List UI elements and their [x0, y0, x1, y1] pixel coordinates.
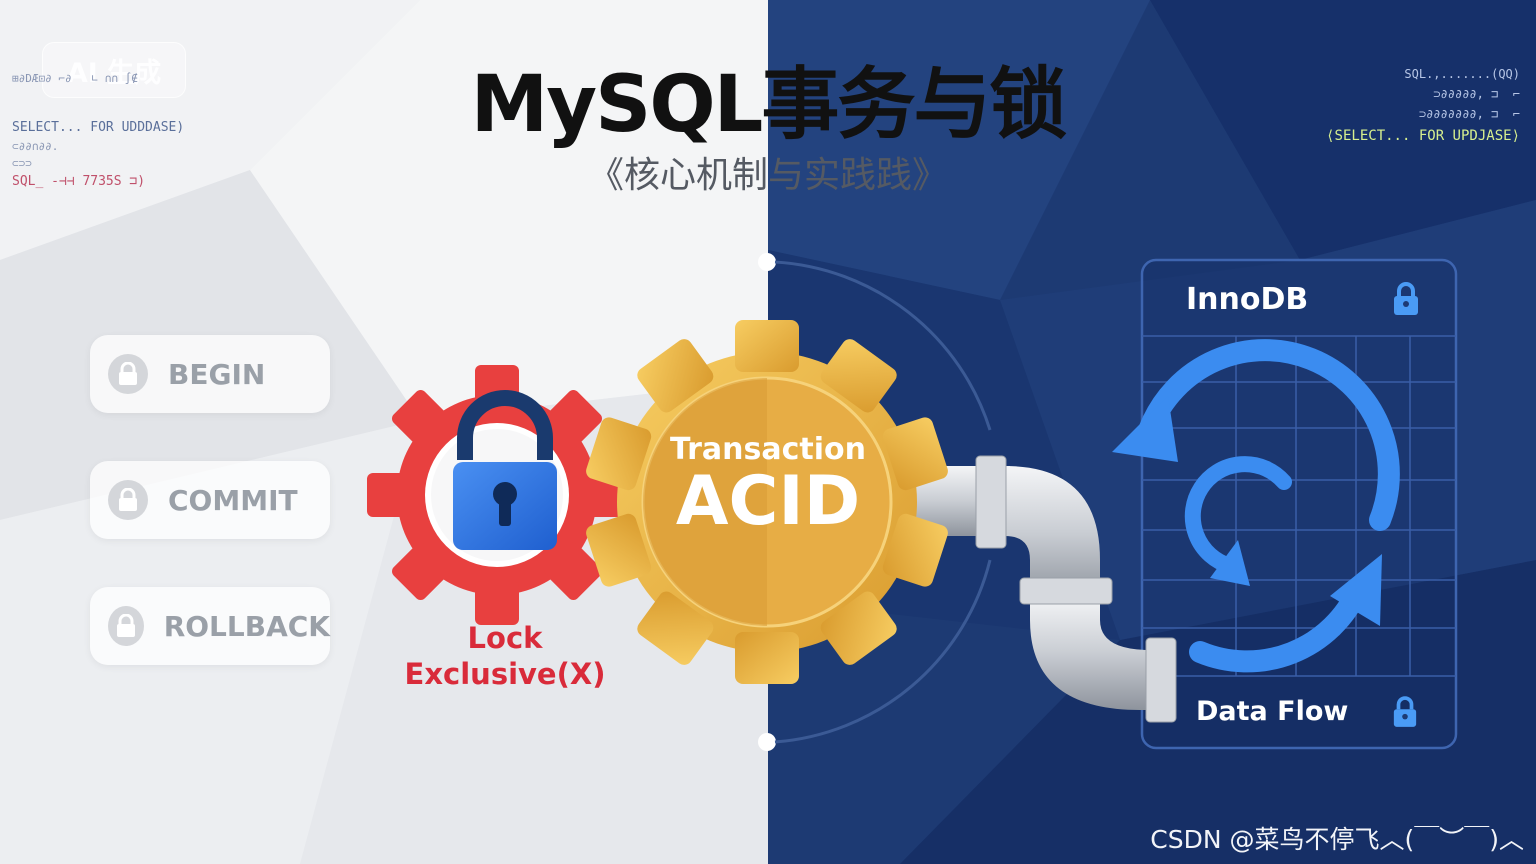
lock-label-line1: Lock: [467, 621, 543, 655]
code-snippet-faint: ⊃∂∂∂∂∂∂∂, ⊐ ⌐: [1418, 107, 1520, 121]
lock-icon: [1392, 696, 1418, 732]
code-snippet-sql-right: SQL.,.......(QQ): [1404, 67, 1520, 81]
lock-icon: [1392, 282, 1420, 320]
code-snippet-faint: ⊂⊃⊃: [12, 157, 32, 170]
lock-icon: [108, 354, 148, 394]
code-snippet-sql: SQL_ -⊣⊣ 7735S ⊐): [12, 174, 146, 189]
page-title: MySQL事务与锁: [470, 60, 1068, 150]
command-begin: BEGIN: [90, 335, 330, 413]
lock-icon: [108, 480, 148, 520]
watermark: CSDN @菜鸟不停飞︿(￣︶￣)︿: [1150, 825, 1524, 854]
lock-gear-label: Lock Exclusive(X): [390, 620, 620, 692]
command-commit: COMMIT: [90, 461, 330, 539]
command-label: ROLLBACK: [163, 609, 330, 643]
code-snippet-faint: ⊂∂∂∩∂∂.: [12, 140, 59, 153]
code-snippet-select: SELECT... FOR UDDDASE): [12, 120, 185, 135]
page-subtitle: 《核心机制与实践践》: [587, 155, 948, 196]
transaction-gear-title: Transaction: [669, 432, 867, 467]
refresh-arrows-icon: [1112, 339, 1400, 673]
code-snippet-faint: ⊞∂DÆ⊡∂ ⌐∂ ∟ ∩∩ ∫∉: [12, 72, 138, 85]
command-label: BEGIN: [168, 357, 266, 391]
transaction-gear-acid: ACID: [675, 462, 861, 541]
code-snippet-select-right: ⟨SELECT... FOR UPDJASE⟩: [1326, 128, 1520, 144]
command-label: COMMIT: [168, 483, 298, 517]
innodb-panel-title: InnoDB: [1186, 282, 1309, 317]
lock-icon: [108, 606, 144, 646]
innodb-panel-footer: Data Flow: [1196, 696, 1349, 727]
ai-generated-badge: AI 生成: [42, 42, 186, 98]
lock-label-line2: Exclusive(X): [404, 657, 606, 691]
padlock-icon: [453, 390, 557, 550]
code-snippet-faint: ⊃∂∂∂∂∂, ⊐ ⌐: [1433, 87, 1520, 101]
command-rollback: ROLLBACK: [90, 587, 330, 665]
